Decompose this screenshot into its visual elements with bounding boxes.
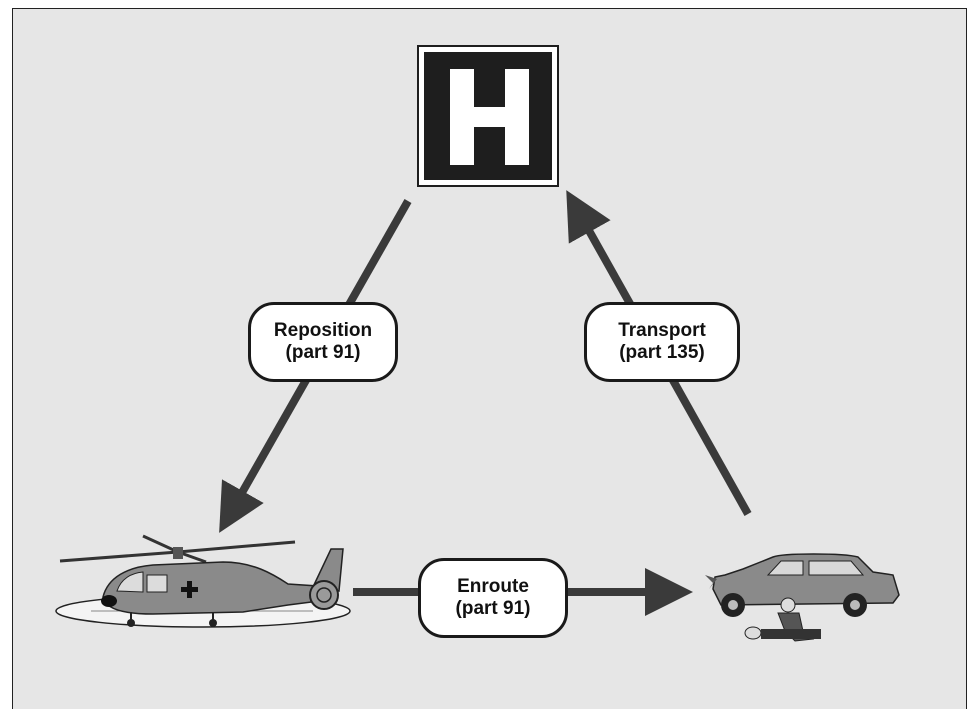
- car-accident-scene-icon: [705, 553, 900, 642]
- hospital-helipad-sign-icon: [417, 45, 559, 187]
- reposition-label-line2: (part 91): [285, 342, 361, 363]
- transport-label-line2: (part 135): [619, 342, 705, 363]
- diagram-canvas: Reposition (part 91) Transport (part 135…: [12, 8, 967, 709]
- enroute-label-line1: Enroute: [457, 576, 529, 598]
- medical-helicopter-icon: [55, 534, 351, 628]
- enroute-label: Enroute (part 91): [418, 558, 568, 638]
- diagram-svg: [55, 45, 900, 642]
- reposition-label: Reposition (part 91): [248, 302, 398, 382]
- transport-label: Transport (part 135): [584, 302, 740, 382]
- reposition-label-line1: Reposition: [273, 320, 373, 342]
- transport-label-line1: Transport: [618, 320, 706, 342]
- enroute-label-line2: (part 91): [455, 598, 531, 619]
